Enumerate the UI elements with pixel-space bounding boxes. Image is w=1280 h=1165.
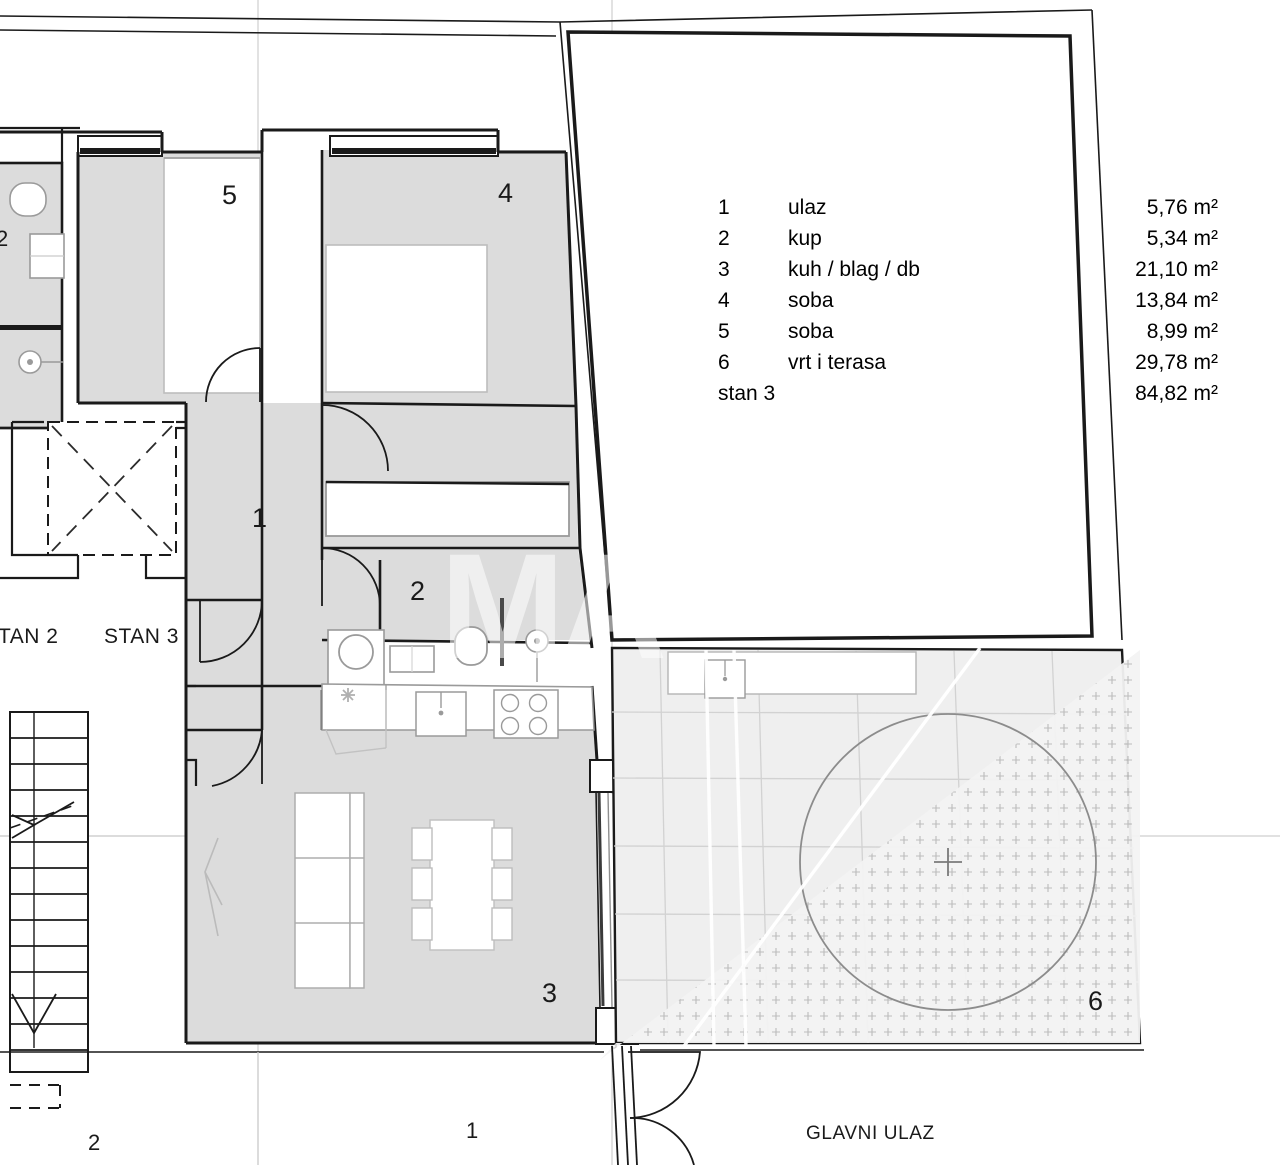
kitchen-hob (493, 689, 559, 739)
legend-number: 1 (718, 196, 730, 219)
entrance-threshold (0, 1049, 1144, 1053)
fridge-icon (341, 688, 355, 702)
legend-total-area: 84,82 m² (1135, 382, 1218, 405)
elevator-shaft (47, 421, 177, 556)
legend-row: 4 soba 13,84 m² (718, 289, 1218, 320)
legend-name: vrt i terasa (788, 351, 887, 374)
legend-name: kup (788, 227, 822, 250)
legend-area: 5,76 m² (1146, 196, 1218, 219)
legend-total-row: stan 3 84,82 m² (718, 382, 1218, 413)
window-bedroom-4 (329, 135, 499, 157)
legend-area: 21,10 m² (1135, 258, 1218, 281)
room-number-6: 6 (1088, 986, 1104, 1016)
legend-number: 5 (718, 320, 730, 343)
legend-name: soba (788, 289, 834, 312)
misc-wall-stubs (186, 684, 198, 786)
legend-table: 1 ulaz 5,76 m² 2 kup 5,34 m² 3 kuh / bla… (718, 196, 1218, 413)
legend-row: 5 soba 8,99 m² (718, 320, 1218, 351)
upper-terrace-block (566, 30, 1094, 642)
room-number-4: 4 (498, 178, 514, 208)
bed-bedroom-4 (325, 244, 488, 393)
bottom-center-number: 1 (466, 1118, 479, 1143)
door-bedroom-4 (321, 404, 389, 472)
kitchen-counter (321, 683, 595, 755)
bed-bedroom-5 (163, 157, 261, 394)
garden-planting-circle (600, 650, 1140, 1060)
room-number-5: 5 (222, 180, 238, 210)
neighbour-unit-stan2 (0, 161, 65, 430)
legend-area: 8,99 m² (1146, 320, 1218, 343)
staircase (9, 711, 89, 1109)
legend-area: 5,34 m² (1146, 227, 1218, 250)
unit-label-stan-3: STAN 3 (104, 625, 179, 648)
wardrobe-unit (325, 480, 570, 537)
legend-number: 2 (718, 227, 730, 250)
legend-row: 1 ulaz 5,76 m² (718, 196, 1218, 227)
room-number-3: 3 (542, 978, 558, 1008)
door-bathroom-2 (321, 547, 381, 607)
legend-row: 6 vrt i terasa 29,78 m² (718, 351, 1218, 382)
legend-number: 3 (718, 258, 730, 281)
sofa (294, 792, 365, 989)
dining-chairs (411, 827, 513, 941)
door-entry-hall (199, 599, 263, 663)
apartment-outer-walls (0, 128, 618, 1045)
legend-area: 29,78 m² (1135, 351, 1218, 374)
view-direction-marker (204, 837, 223, 937)
door-bedroom-5 (205, 347, 261, 403)
room-number-2: 2 (410, 576, 426, 606)
legend-row: 3 kuh / blag / db 21,10 m² (718, 258, 1218, 289)
main-entrance-label: GLAVNI ULAZ (806, 1123, 935, 1144)
legend-number: 4 (718, 289, 730, 312)
legend-name: soba (788, 320, 834, 343)
main-entrance-door (611, 1045, 701, 1165)
legend-name: kuh / blag / db (788, 258, 920, 281)
terrace-garden-area (600, 646, 1142, 1060)
legend-number: 6 (718, 351, 730, 374)
neighbour-room-number: 2 (0, 226, 9, 251)
unit-label-stan-2: TAN 2 (0, 625, 59, 648)
legend-total-label: stan 3 (718, 382, 776, 405)
legend-area: 13,84 m² (1135, 289, 1218, 312)
dining-table (429, 819, 495, 951)
legend-name: ulaz (788, 196, 827, 219)
door-living-room (211, 729, 263, 787)
bottom-left-number: 2 (88, 1130, 101, 1155)
window-bedroom-5 (77, 135, 163, 157)
kitchen-sink (415, 691, 467, 737)
room-number-1: 1 (252, 503, 268, 533)
legend-row: 2 kup 5,34 m² (718, 227, 1218, 258)
